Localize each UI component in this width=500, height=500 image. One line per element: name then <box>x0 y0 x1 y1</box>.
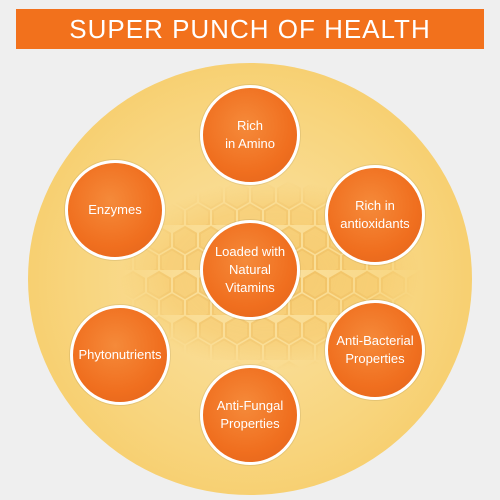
node-label: Enzymes <box>88 202 142 217</box>
node-label: Rich in antioxidants <box>340 198 410 231</box>
node-anti-bacterial: Anti-Bacterial Properties <box>325 300 425 400</box>
page-title: SUPER PUNCH OF HEALTH <box>69 13 431 44</box>
node-label: Anti-Bacterial Properties <box>336 333 414 366</box>
node-label: Anti-Fungal Properties <box>216 398 284 431</box>
node-label: Phytonutrients <box>78 347 162 362</box>
page-title-banner: SUPER PUNCH OF HEALTH <box>16 9 484 49</box>
node-phytonutrients: Phytonutrients <box>70 305 170 405</box>
node-label: Rich in Amino <box>225 118 275 151</box>
node-rich-in-amino: Rich in Amino <box>200 85 300 185</box>
node-natural-vitamins: Loaded with Natural Vitamins <box>200 220 300 320</box>
node-label: Loaded with Natural Vitamins <box>214 244 286 295</box>
node-rich-in-antioxidants: Rich in antioxidants <box>325 165 425 265</box>
node-enzymes: Enzymes <box>65 160 165 260</box>
node-anti-fungal: Anti-Fungal Properties <box>200 365 300 465</box>
